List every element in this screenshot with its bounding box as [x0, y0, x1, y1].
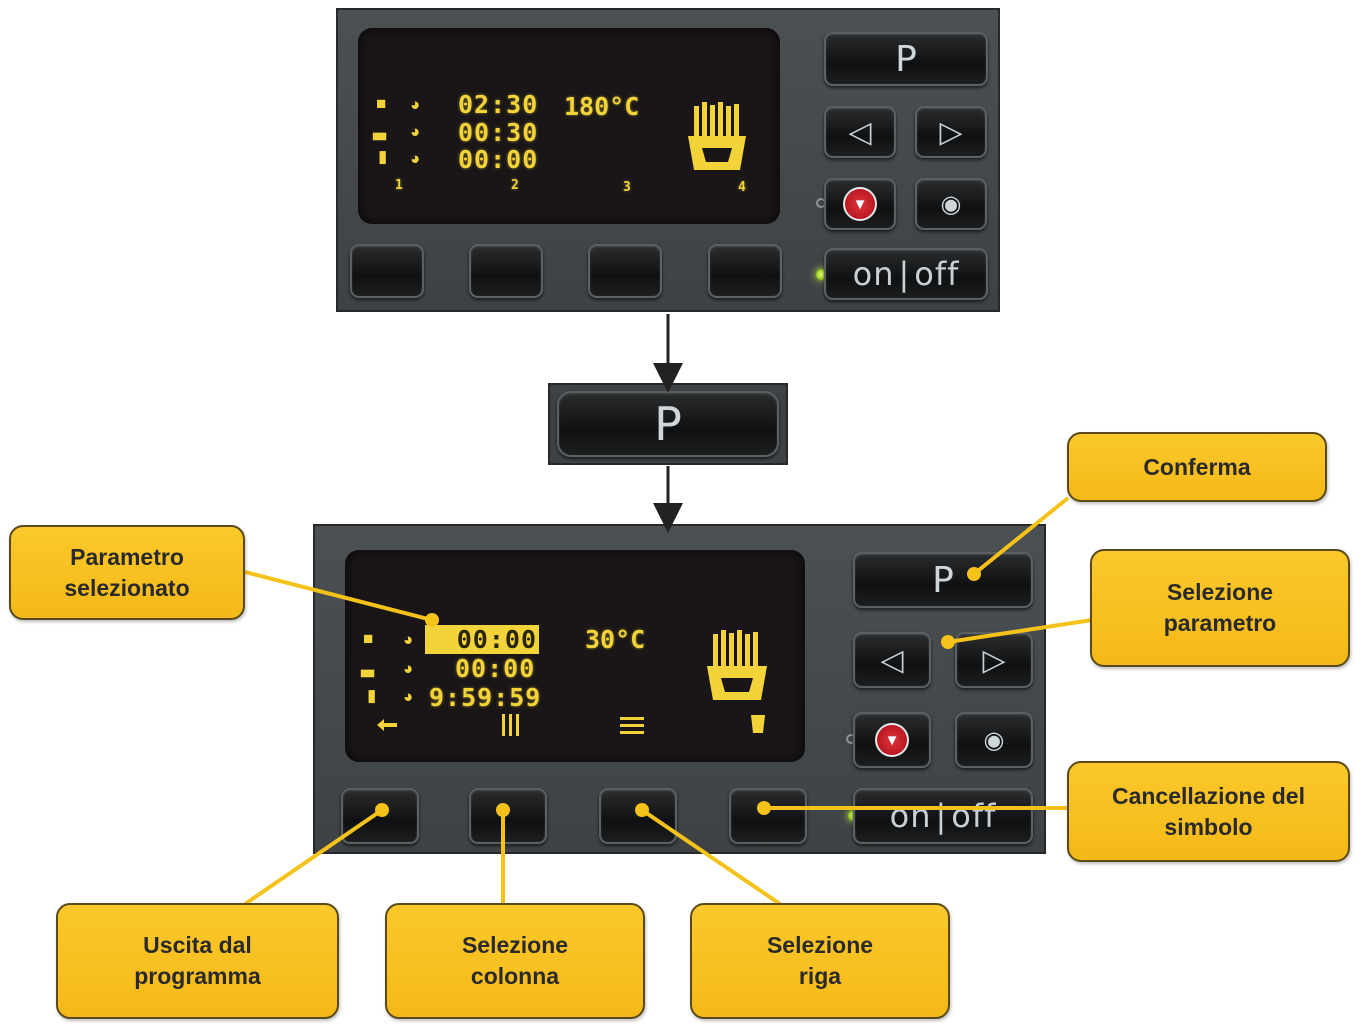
- time-row-3: 00:00: [458, 145, 539, 174]
- marker-dot-colonna: [496, 803, 510, 817]
- oil-filter-button[interactable]: ◉: [955, 712, 1033, 768]
- folder-icon: ■: [376, 94, 387, 113]
- program-button[interactable]: P: [824, 32, 988, 86]
- program-button-label: P: [895, 38, 917, 80]
- soft-key-1[interactable]: [350, 244, 424, 298]
- selected-parameter: 00:00: [425, 625, 539, 654]
- column-number-1: 1: [395, 178, 403, 193]
- marker-dot-uscita: [375, 803, 389, 817]
- cup-icon: ▮: [378, 147, 388, 166]
- program-button-large-label: P: [654, 397, 682, 451]
- leader-uscita: [243, 808, 384, 906]
- program-button-large[interactable]: P: [557, 391, 779, 457]
- callout-cancellazione-simbolo: Cancellazione del simbolo: [1067, 761, 1350, 862]
- columns-icon: [502, 714, 519, 736]
- exit-arrow-icon: [377, 719, 397, 731]
- temperature-readout: 180°C: [564, 92, 640, 121]
- display-screen-bottom: ■ ◕ ▃ ◕ ▮ ◕ 00:00 00:00 9:59:59 30°C: [345, 550, 805, 762]
- on-label: on: [852, 255, 895, 293]
- stop-button[interactable]: ▼: [824, 178, 896, 230]
- cup-icon: [751, 715, 765, 733]
- left-arrow-button[interactable]: ◁: [824, 106, 896, 158]
- time-row-1: 02:30: [458, 90, 539, 119]
- leader-parametro-selezionato: [244, 570, 433, 622]
- off-label: off: [951, 797, 997, 835]
- callout-selezione-parametro: Selezione parametro: [1090, 549, 1350, 667]
- soft-key-3[interactable]: [588, 244, 662, 298]
- oil-drop-icon: ◉: [983, 726, 1005, 754]
- column-number-4: 4: [738, 180, 746, 195]
- right-arrow-icon: ▷: [982, 643, 1006, 677]
- onoff-button[interactable]: on | off: [824, 248, 988, 300]
- onoff-divider: |: [898, 255, 911, 293]
- fries-icon: [688, 102, 746, 170]
- callout-parametro-selezionato: Parametro selezionato: [9, 525, 245, 620]
- clock-icon: ◕: [410, 95, 421, 114]
- soft-key-row[interactable]: [599, 788, 677, 844]
- oil-drop-icon: ◉: [940, 190, 962, 218]
- power-led: [816, 269, 827, 280]
- clock-icon: ◕: [403, 630, 414, 649]
- basket-icon: ▃: [373, 121, 387, 140]
- display-screen-top: ■ ◕ ▃ ◕ ▮ ◕ 02:30 00:30 00:00 180°C 1 2 …: [358, 28, 780, 224]
- marker-dot-cancellazione: [757, 801, 771, 815]
- rows-icon: [620, 717, 644, 734]
- marker-dot-riga: [635, 803, 649, 817]
- marker-dot-parametro: [941, 635, 955, 649]
- soft-key-exit[interactable]: [341, 788, 419, 844]
- off-label: off: [914, 255, 960, 293]
- callout-selezione-riga: Selezione riga: [690, 903, 950, 1019]
- time-row-3: 9:59:59: [429, 683, 542, 712]
- onoff-divider: |: [935, 797, 948, 835]
- program-button[interactable]: P: [853, 552, 1033, 608]
- stop-button[interactable]: ▼: [853, 712, 931, 768]
- right-arrow-button[interactable]: ▷: [955, 632, 1033, 688]
- right-arrow-icon: ▷: [939, 115, 963, 149]
- program-button-label: P: [932, 559, 954, 601]
- clock-icon: ◕: [403, 687, 414, 706]
- leader-selezione-parametro: [947, 618, 1093, 644]
- callout-uscita-programma: Uscita dal programma: [56, 903, 339, 1019]
- callout-selezione-colonna: Selezione colonna: [385, 903, 645, 1019]
- leader-conferma: [972, 496, 1070, 576]
- marker-dot-selezionato: [425, 613, 439, 627]
- marker-dot-conferma: [967, 567, 981, 581]
- onoff-button[interactable]: on | off: [853, 788, 1033, 844]
- fries-icon: [707, 630, 767, 700]
- left-arrow-icon: ◁: [848, 115, 872, 149]
- oil-filter-button[interactable]: ◉: [915, 178, 987, 230]
- stop-icon: ▼: [843, 187, 877, 221]
- left-arrow-icon: ◁: [880, 643, 904, 677]
- control-panel-before: ■ ◕ ▃ ◕ ▮ ◕ 02:30 00:30 00:00 180°C 1 2 …: [336, 8, 1000, 312]
- time-row-2: 00:00: [455, 654, 536, 683]
- stop-icon: ▼: [875, 723, 909, 757]
- soft-key-4[interactable]: [708, 244, 782, 298]
- clock-icon: ◕: [410, 149, 421, 168]
- clock-icon: ◕: [403, 659, 414, 678]
- cup-icon: ▮: [367, 686, 377, 705]
- clock-icon: ◕: [410, 122, 421, 141]
- leader-selezione-riga: [640, 808, 782, 906]
- control-panel-programming: ■ ◕ ▃ ◕ ▮ ◕ 00:00 00:00 9:59:59 30°C: [313, 524, 1046, 854]
- soft-key-2[interactable]: [469, 244, 543, 298]
- folder-icon: ■: [363, 629, 374, 648]
- basket-icon: ▃: [361, 658, 375, 677]
- soft-key-column[interactable]: [469, 788, 547, 844]
- time-row-2: 00:30: [458, 118, 539, 147]
- temperature-readout: 30°C: [585, 625, 646, 654]
- soft-key-delete[interactable]: [729, 788, 807, 844]
- right-arrow-button[interactable]: ▷: [915, 106, 987, 158]
- on-label: on: [889, 797, 932, 835]
- callout-conferma: Conferma: [1067, 432, 1327, 502]
- column-number-3: 3: [623, 180, 631, 195]
- program-key-closeup: P: [548, 383, 788, 465]
- left-arrow-button[interactable]: ◁: [853, 632, 931, 688]
- column-number-2: 2: [511, 178, 519, 193]
